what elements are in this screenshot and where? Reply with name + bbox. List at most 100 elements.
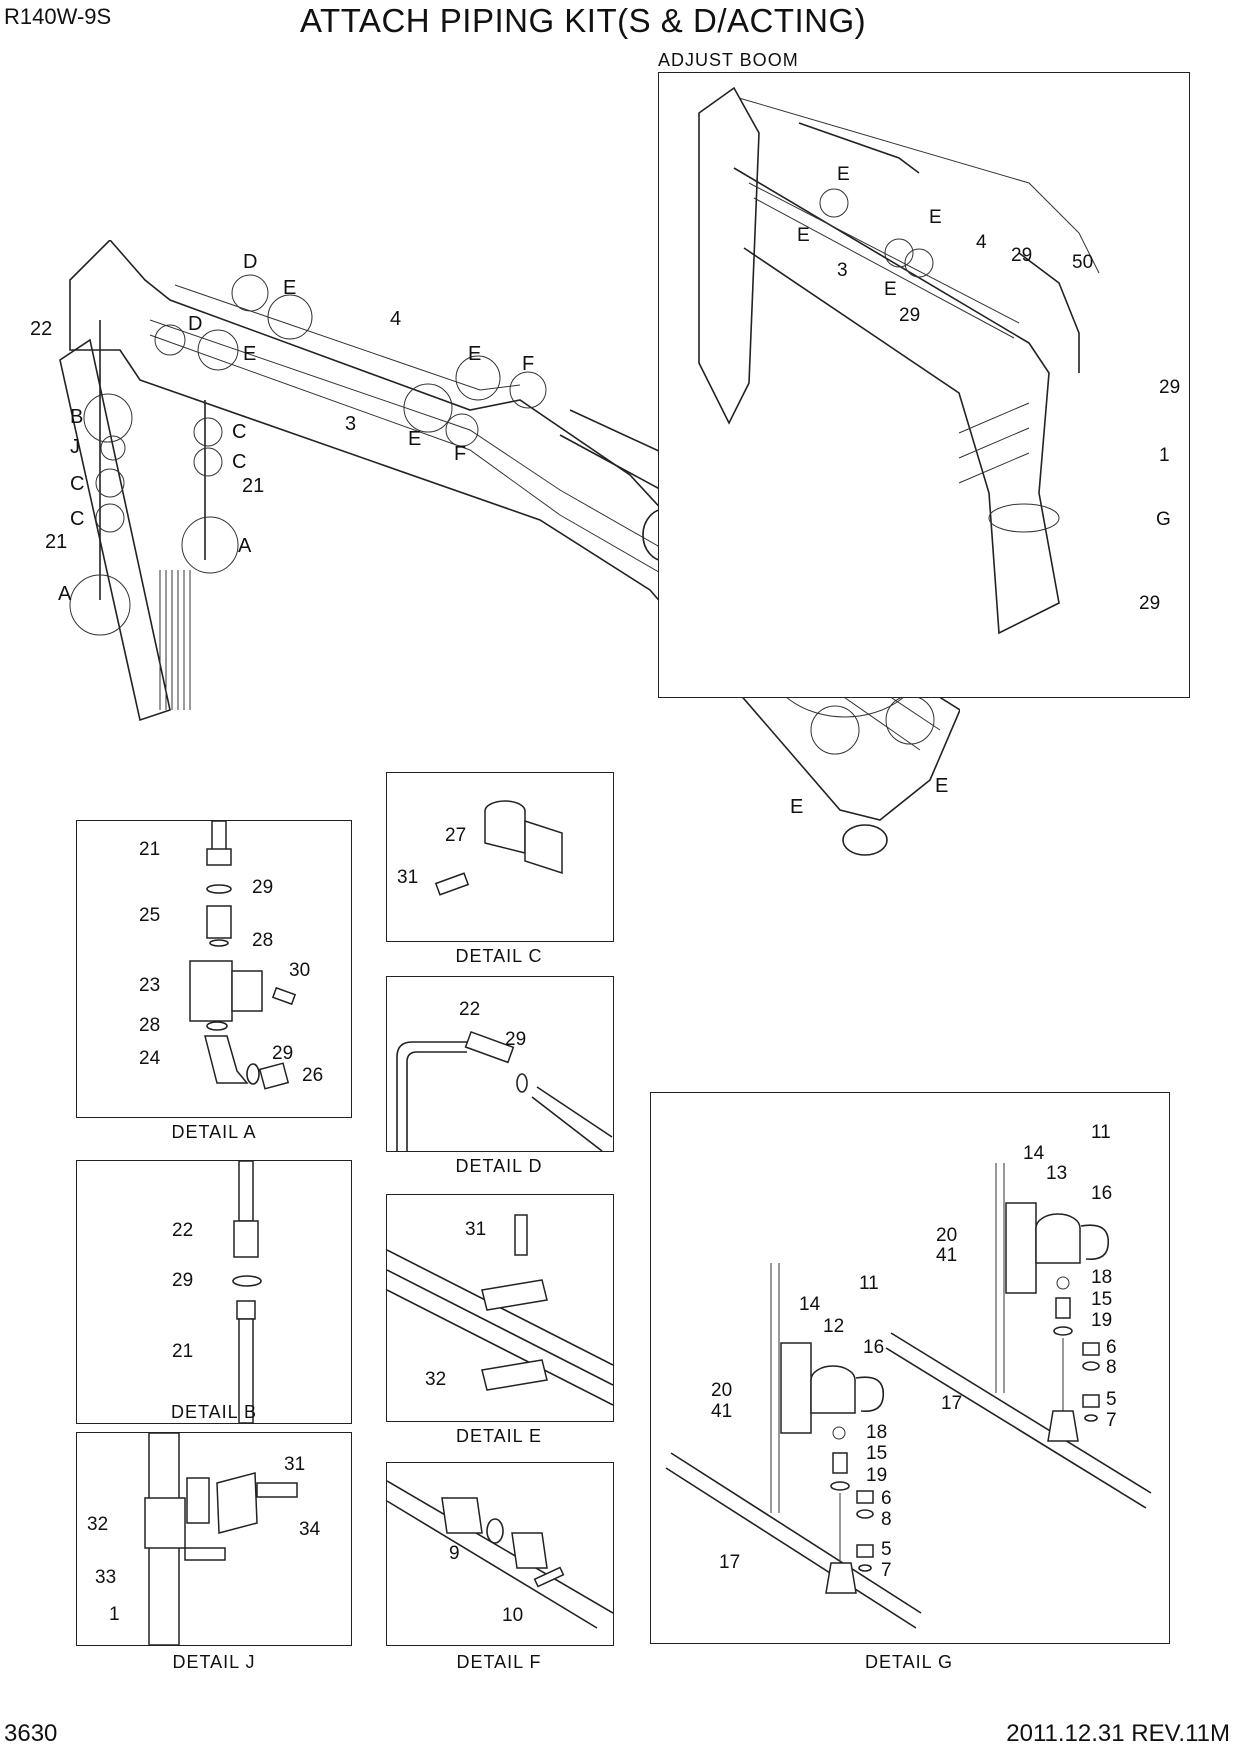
callout-label: 12: [823, 1316, 844, 1337]
callout-label: 29: [272, 1043, 293, 1064]
callout-label: 6: [1106, 1337, 1117, 1358]
callout-label: 21: [45, 531, 67, 553]
callout-label: 41: [711, 1401, 732, 1422]
callout-label: 25: [139, 905, 160, 926]
detail-g-drawing: 11 14 13 16 20 41 18 15 19 6 8 17 5 7 11…: [665, 1122, 1152, 1629]
detail-e-callouts: 31 32: [425, 1219, 486, 1390]
detail-c-panel: 27 31: [386, 772, 614, 942]
detail-c-drawing: 27 31: [397, 800, 563, 896]
detail-a-drawing: 21 29 25 28 30 23 28 24 29 26: [139, 820, 323, 1090]
detail-g-panel: 11 14 13 16 20 41 18 15 19 6 8 17 5 7 11…: [650, 1092, 1170, 1644]
callout-label: E: [468, 343, 481, 365]
callout-label: E: [283, 277, 296, 299]
callout-label: 29: [1011, 245, 1032, 266]
adjust-boom-drawing: E E E 4 29 50 3 E 29 29 1 G 29: [698, 86, 1180, 635]
callout-label: 29: [252, 877, 273, 898]
callout-label: 21: [139, 839, 160, 860]
callout-label: 23: [139, 975, 160, 996]
callout-label: 6: [881, 1488, 892, 1509]
callout-label: 15: [866, 1443, 887, 1464]
detail-f-sketch: [386, 1480, 614, 1629]
callout-label: 14: [799, 1294, 821, 1315]
page-title: ATTACH PIPING KIT(S & D/ACTING): [300, 2, 867, 39]
detail-d-caption: DETAIL D: [455, 1156, 543, 1176]
detail-c-sketch: [434, 800, 563, 896]
callout-label: 27: [445, 825, 466, 846]
callout-label: C: [232, 451, 246, 473]
detail-f-drawing: 9 10: [386, 1480, 614, 1629]
detail-f-caption: DETAIL F: [456, 1652, 542, 1672]
callout-label: 15: [1091, 1289, 1112, 1310]
detail-a-sketch: [189, 820, 297, 1090]
detail-g-callouts: 11 14 13 16 20 41 18 15 19 6 8 17 5 7 11…: [711, 1122, 1117, 1581]
callout-label: 3: [837, 260, 848, 281]
callout-label: 31: [397, 867, 418, 888]
callout-label: 26: [302, 1065, 323, 1086]
callout-label: 13: [1046, 1163, 1067, 1184]
callout-label: 28: [139, 1015, 160, 1036]
callout-label: 4: [976, 232, 987, 253]
callout-label: A: [238, 535, 252, 557]
detail-d-panel: 22 29: [386, 976, 614, 1152]
callout-label: 17: [941, 1393, 962, 1414]
detail-e-sketch: [386, 1214, 614, 1406]
detail-j-callouts: 31 32 34 33 1: [87, 1454, 321, 1625]
callout-label: 18: [1091, 1267, 1112, 1288]
callout-label: 32: [87, 1514, 108, 1535]
callout-label: 34: [299, 1519, 321, 1540]
callout-label: 29: [1159, 377, 1180, 398]
callout-label: 8: [881, 1509, 892, 1530]
adjust-boom-panel: E E E 4 29 50 3 E 29 29 1 G 29: [658, 72, 1190, 698]
callout-label: A: [58, 583, 72, 605]
callout-label: 1: [1159, 445, 1170, 466]
detail-j-sketch: [144, 1432, 298, 1646]
detail-j-panel: 31 32 34 33 1: [76, 1432, 352, 1646]
callout-label: E: [837, 164, 850, 185]
callout-label: 22: [30, 318, 52, 340]
callout-label: 9: [449, 1543, 460, 1564]
callout-label: 11: [859, 1273, 879, 1294]
callout-label: C: [232, 421, 246, 443]
callout-label: F: [454, 443, 466, 465]
callout-label: 31: [284, 1454, 305, 1475]
callout-label: J: [70, 436, 80, 458]
callout-label: 16: [863, 1337, 884, 1358]
callout-label: 21: [172, 1341, 193, 1362]
callout-label: 16: [1091, 1183, 1112, 1204]
callout-label: 41: [936, 1245, 957, 1266]
detail-e-panel: 31 32: [386, 1194, 614, 1422]
detail-d-drawing: 22 29: [396, 999, 613, 1152]
detail-g-sketch: [665, 1163, 1152, 1629]
detail-j-drawing: 31 32 34 33 1: [87, 1432, 321, 1646]
detail-b-sketch: [232, 1160, 262, 1424]
detail-a-panel: 21 29 25 28 30 23 28 24 29 26: [76, 820, 352, 1118]
callout-label: G: [1156, 509, 1171, 530]
callout-label: 20: [711, 1380, 732, 1401]
detail-d-callouts: 22 29: [459, 999, 526, 1050]
adjust-boom-sketch: [698, 86, 1100, 635]
detail-a-callouts: 21 29 25 28 30 23 28 24 29 26: [139, 839, 323, 1086]
callout-label: 29: [172, 1270, 193, 1291]
callout-label: F: [522, 353, 534, 375]
detail-b-panel: 22 29 21: [76, 1160, 352, 1424]
callout-label: 10: [502, 1605, 523, 1626]
callout-label: C: [70, 508, 84, 530]
callout-label: 29: [899, 305, 920, 326]
detail-a-caption: DETAIL A: [171, 1122, 257, 1142]
adjust-boom-callouts: E E E 4 29 50 3 E 29 29 1 G 29: [797, 164, 1180, 614]
callout-label: E: [408, 428, 421, 450]
callout-label: 30: [289, 960, 310, 981]
callout-label: D: [243, 251, 257, 273]
callout-label: 11: [1091, 1122, 1111, 1143]
detail-g-caption: DETAIL G: [864, 1652, 953, 1672]
callout-label: 50: [1072, 252, 1093, 273]
callout-label: B: [70, 406, 83, 428]
callout-label: 19: [1091, 1310, 1112, 1331]
callout-label: 5: [1106, 1389, 1117, 1410]
page-number: 3630: [4, 1720, 58, 1747]
callout-label: E: [790, 796, 803, 818]
detail-b-caption: DETAIL B: [170, 1402, 258, 1422]
callout-label: 7: [1106, 1410, 1117, 1431]
detail-b-callouts: 22 29 21: [172, 1220, 193, 1362]
callout-label: 32: [425, 1369, 446, 1390]
